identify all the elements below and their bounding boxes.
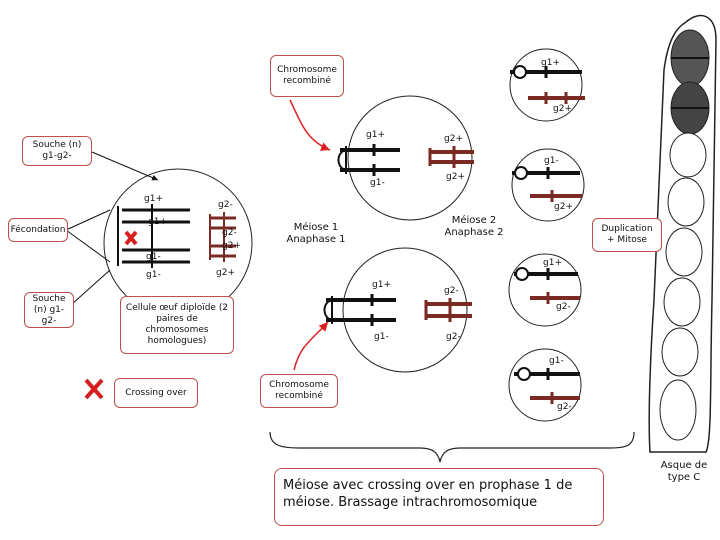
gene-label: g2- — [556, 302, 571, 312]
meiose1-label: Méiose 1 Anaphase 1 — [286, 222, 346, 245]
gene-label: g2- — [218, 200, 233, 210]
anaphase1-bottom-chromosomes — [323, 294, 472, 326]
fecondation-box: Fécondation — [8, 218, 68, 242]
gene-label: g2+ — [216, 268, 235, 278]
meiose2-label: Méiose 2 Anaphase 2 — [444, 215, 504, 238]
gene-label: g1+ — [144, 194, 163, 204]
gene-label: g1+ — [148, 217, 167, 227]
gene-label: g1- — [146, 252, 161, 262]
gene-label: g1+ — [366, 130, 385, 140]
gene-label: g1- — [544, 156, 559, 166]
gene-label: g1+ — [543, 258, 562, 268]
gene-label: g2+ — [222, 241, 241, 251]
gene-label: g1+ — [541, 58, 560, 68]
red-cross-marks — [84, 230, 138, 400]
ascus-outline — [648, 14, 717, 453]
red-arrows — [289, 99, 331, 371]
gene-label: g2+ — [553, 104, 572, 114]
egg-cell-chromosomes — [117, 204, 236, 268]
gene-label: g2- — [446, 332, 461, 342]
spore1-chromosomes — [510, 65, 585, 104]
connector-lines — [65, 151, 159, 305]
cellule-oeuf-box: Cellule œuf diploïde (2 paires de chromo… — [120, 296, 234, 354]
bottom-brace — [269, 431, 635, 463]
gene-label: g2+ — [446, 172, 465, 182]
spore3-chromosomes — [514, 267, 580, 304]
gene-label: g1- — [374, 332, 389, 342]
gene-label: g1- — [549, 356, 564, 366]
gene-label: g1+ — [372, 280, 391, 290]
gene-label: g2- — [444, 286, 459, 296]
duplication-box: Duplication + Mitose — [592, 218, 662, 252]
gene-label: g1- — [146, 270, 161, 280]
chromosome-recombined-box-top: Chromosome recombiné — [270, 55, 344, 97]
caption-box: Méiose avec crossing over en prophase 1 … — [274, 468, 604, 526]
spore4-chromosomes — [514, 367, 580, 404]
chromosome-recombined-box-bottom: Chromosome recombiné — [260, 374, 338, 408]
crossing-over-box: Crossing over — [114, 378, 198, 408]
spore2-chromosomes — [512, 166, 582, 202]
ascospores — [659, 29, 710, 441]
gene-label: g2+ — [444, 134, 463, 144]
souche-top-box: Souche (n) g1-g2- — [22, 136, 92, 166]
gene-label: g2+ — [554, 202, 573, 212]
gene-label: g1- — [370, 178, 385, 188]
gene-label: g2- — [222, 228, 237, 238]
asque-label: Asque de type C — [660, 460, 708, 483]
gene-label: g2- — [557, 402, 572, 412]
anaphase1-top-chromosomes — [337, 144, 474, 176]
souche-bottom-box: Souche (n) g1-g2- — [24, 292, 74, 328]
